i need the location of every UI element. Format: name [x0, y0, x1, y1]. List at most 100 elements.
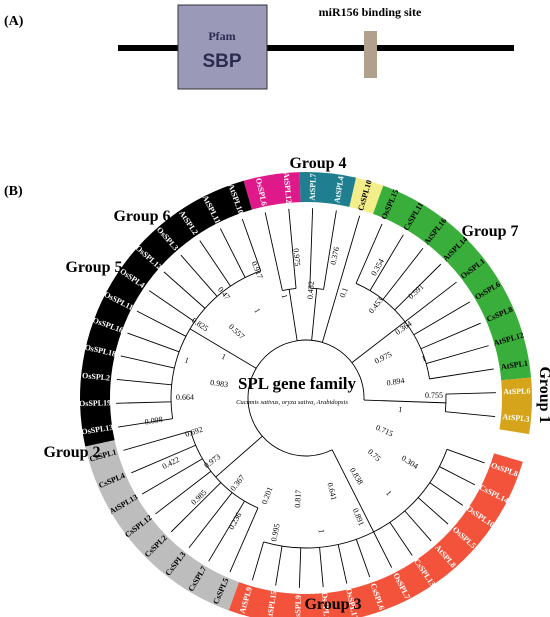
group-6-label: Group 6	[113, 208, 170, 225]
leaf-label: AtSPL15	[265, 590, 279, 617]
leaf-label: AtSPL12	[282, 172, 294, 204]
leaf-branch	[298, 547, 302, 588]
group-stem	[331, 449, 375, 533]
group-3-label: Group 3	[304, 596, 361, 613]
phylogenetic-tree	[116, 208, 496, 588]
support-value: 0.817	[293, 489, 303, 507]
group-band-5	[349, 177, 384, 214]
leaf-branch	[275, 545, 283, 586]
support-value: 0.975	[292, 248, 302, 267]
leaf-branch	[219, 228, 246, 278]
mir156-site-box	[364, 31, 377, 78]
support-value: 1	[252, 307, 262, 315]
support-value: 1	[184, 355, 190, 365]
leaf-branch	[116, 379, 172, 386]
leaf-branch	[417, 497, 449, 525]
group-stem	[351, 321, 406, 363]
support-value: 0.304	[400, 454, 420, 471]
group-stem	[288, 289, 298, 341]
panel-a-label: (A)	[4, 14, 24, 29]
leaf-label: AtSPL7	[308, 173, 318, 200]
group-5-label: Group 5	[65, 259, 122, 276]
pfam-label: Pfam	[208, 29, 235, 43]
center-subtitle: Cucumis sativus, oryza sativa, Arabidops…	[236, 399, 348, 406]
group-ring: OsSPL8CsSPL14OsSPL10OsSPL5AtSPL8CsSPL13O…	[79, 172, 532, 617]
group-band-7	[499, 377, 532, 435]
support-value: 0.364	[393, 319, 413, 337]
leaf-branch	[127, 332, 180, 353]
group-band-0	[228, 453, 523, 617]
leaf-branch	[229, 507, 259, 573]
support-value: 0.891	[351, 507, 366, 527]
leaf-branch	[404, 281, 457, 323]
leaf-label: OsSPL19	[79, 398, 111, 408]
panel-b: (B) OsSPL8CsSPL14OsSPL10OsSPL5AtSPL8CsSP…	[4, 155, 550, 617]
leaf-branch	[355, 539, 371, 578]
support-value: 1	[220, 352, 227, 362]
leaf-branch	[332, 215, 361, 307]
support-value: 0.973	[202, 452, 222, 470]
support-value: 0.236	[227, 511, 244, 531]
leaf-branch	[188, 492, 233, 548]
leaf-branch	[319, 547, 324, 588]
support-value: 0.715	[374, 423, 394, 439]
leaf-branch	[373, 531, 393, 568]
support-value: 0.1	[338, 286, 350, 299]
support-value: 0.664	[176, 393, 194, 402]
leaf-branch	[288, 208, 297, 289]
leaf-branch	[170, 482, 222, 533]
group-arc	[170, 270, 261, 419]
mir156-site-label: miR156 binding site	[319, 5, 422, 19]
root-arc	[247, 339, 365, 457]
sbp-label: SBP	[202, 51, 241, 72]
leaf-branch	[445, 392, 496, 395]
group-band-2	[80, 180, 252, 447]
group-2-label: Group 2	[43, 444, 100, 461]
leaf-branch	[429, 368, 494, 380]
panel-a: (A) Pfam SBP miR156 binding site	[4, 4, 514, 90]
sbp-domain-box	[177, 4, 268, 90]
leaf-branch	[241, 218, 262, 271]
group-1-label: Group 1	[536, 366, 550, 423]
leaf-branch	[439, 466, 476, 486]
leaf-branch	[141, 458, 203, 495]
leaf-branch	[355, 223, 383, 284]
leaf-branch	[309, 208, 314, 289]
leaf-label: AtSPL3	[502, 412, 530, 424]
support-value: 0.376	[328, 246, 341, 266]
leaf-branch	[413, 301, 471, 336]
leaf-branch	[323, 210, 337, 290]
panel-b-label: (B)	[4, 184, 23, 199]
support-value: 0.838	[348, 466, 365, 486]
leaf-branch	[446, 448, 485, 464]
leaf-label: CsSPL9	[293, 595, 303, 617]
group-stem	[363, 399, 446, 404]
support-value: 0.201	[260, 486, 275, 506]
support-value: 0.983	[210, 378, 229, 389]
leaf-branch	[116, 401, 172, 404]
leaf-branch	[369, 234, 404, 291]
leaf-branch	[208, 500, 245, 562]
leaf-branch	[118, 418, 173, 428]
support-value: 0.894	[386, 376, 405, 388]
group-band-3	[243, 172, 301, 210]
support-value: 1	[280, 293, 290, 299]
leaf-branch	[199, 240, 231, 287]
support-value: 0.692	[184, 425, 204, 439]
group-7-label: Group 7	[461, 223, 518, 240]
support-value: 1	[384, 489, 393, 498]
group-stem	[189, 328, 257, 369]
group-4-label: Group 4	[289, 155, 346, 172]
group-stem	[321, 306, 334, 343]
leaf-label: OsSPL2	[82, 371, 111, 383]
group-band-4	[299, 172, 357, 207]
support-value: 1	[398, 405, 403, 414]
leaf-label: OsSPL14	[320, 592, 332, 617]
group-stem	[215, 435, 263, 478]
leaf-branch	[180, 254, 218, 297]
support-value: 1	[420, 354, 426, 364]
support-value: 0.917	[250, 260, 265, 280]
leaf-branch	[337, 544, 348, 584]
support-value: 0.995	[269, 523, 281, 542]
support-value: 0.422	[161, 455, 181, 471]
